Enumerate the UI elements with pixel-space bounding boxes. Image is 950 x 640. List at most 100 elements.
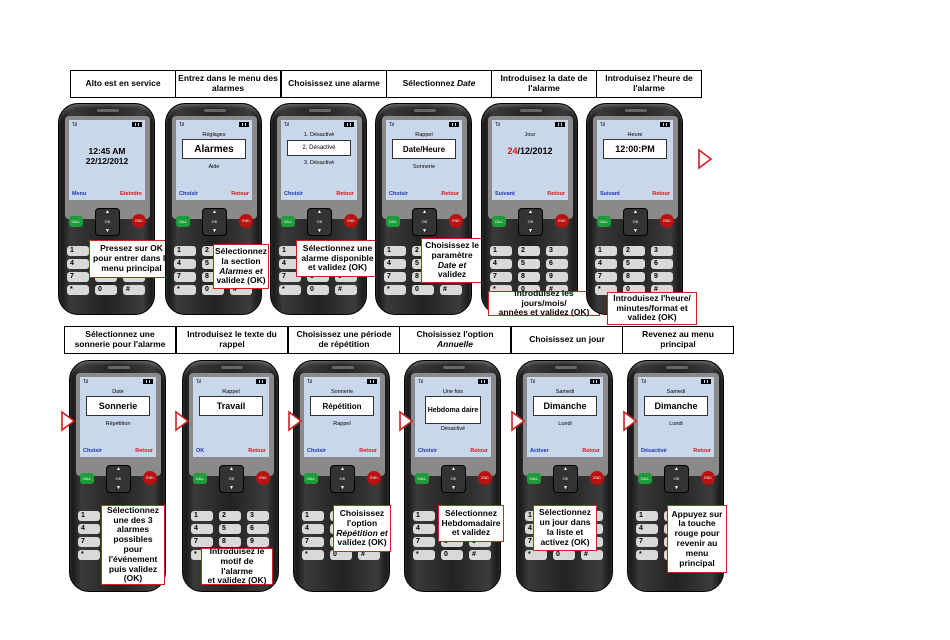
- keypad-key[interactable]: 1: [279, 246, 301, 256]
- keypad-key[interactable]: 5: [518, 259, 540, 269]
- keypad-key[interactable]: 9: [651, 272, 673, 282]
- keypad-key[interactable]: 7: [490, 272, 512, 282]
- keypad-key[interactable]: 6: [651, 259, 673, 269]
- call-key[interactable]: CALL: [527, 473, 541, 484]
- keypad-key[interactable]: 7: [595, 272, 617, 282]
- ok-key[interactable]: ▲OK▼: [441, 465, 466, 493]
- keypad-key[interactable]: 1: [490, 246, 512, 256]
- keypad-key[interactable]: 1: [595, 246, 617, 256]
- keypad-key[interactable]: 1: [67, 246, 89, 256]
- keypad-key[interactable]: #: [123, 285, 145, 295]
- ok-key[interactable]: ▲OK▼: [330, 465, 355, 493]
- end-key[interactable]: END: [132, 214, 146, 228]
- keypad-key[interactable]: 8: [623, 272, 645, 282]
- end-key[interactable]: END: [590, 471, 604, 485]
- ok-key[interactable]: ▲OK▼: [623, 208, 648, 236]
- end-key[interactable]: END: [344, 214, 358, 228]
- end-key[interactable]: END: [143, 471, 157, 485]
- keypad-key[interactable]: 4: [490, 259, 512, 269]
- keypad-key[interactable]: 7: [191, 537, 213, 547]
- call-key[interactable]: CALL: [69, 216, 83, 227]
- keypad-key[interactable]: 4: [191, 524, 213, 534]
- keypad-key[interactable]: *: [413, 550, 435, 560]
- keypad-key[interactable]: 0: [518, 285, 540, 295]
- keypad-key[interactable]: 1: [413, 511, 435, 521]
- call-key[interactable]: CALL: [80, 473, 94, 484]
- keypad-key[interactable]: 9: [247, 537, 269, 547]
- keypad-key[interactable]: 0: [330, 550, 352, 560]
- keypad-key[interactable]: 1: [191, 511, 213, 521]
- keypad-key[interactable]: *: [174, 285, 196, 295]
- keypad-key[interactable]: 1: [302, 511, 324, 521]
- keypad-key[interactable]: 4: [279, 259, 301, 269]
- keypad-key[interactable]: 7: [279, 272, 301, 282]
- keypad-key[interactable]: 0: [623, 285, 645, 295]
- keypad-key[interactable]: 2: [623, 246, 645, 256]
- call-key[interactable]: CALL: [492, 216, 506, 227]
- keypad-key[interactable]: 1: [78, 511, 100, 521]
- keypad-key[interactable]: 4: [636, 524, 658, 534]
- keypad-key[interactable]: *: [490, 285, 512, 295]
- keypad-key[interactable]: 0: [95, 285, 117, 295]
- keypad-key[interactable]: 4: [384, 259, 406, 269]
- end-key[interactable]: END: [478, 471, 492, 485]
- keypad-key[interactable]: *: [595, 285, 617, 295]
- call-key[interactable]: CALL: [304, 473, 318, 484]
- keypad-key[interactable]: 8: [219, 537, 241, 547]
- keypad-key[interactable]: *: [279, 285, 301, 295]
- keypad-key[interactable]: *: [384, 285, 406, 295]
- keypad-key[interactable]: *: [302, 550, 324, 560]
- keypad-key[interactable]: 6: [546, 259, 568, 269]
- keypad-key[interactable]: 0: [202, 285, 224, 295]
- end-key[interactable]: END: [256, 471, 270, 485]
- keypad-key[interactable]: 2: [518, 246, 540, 256]
- end-key[interactable]: END: [701, 471, 715, 485]
- end-key[interactable]: END: [660, 214, 674, 228]
- keypad-key[interactable]: #: [546, 285, 568, 295]
- keypad-key[interactable]: 2: [219, 511, 241, 521]
- keypad-key[interactable]: 1: [636, 511, 658, 521]
- keypad-key[interactable]: 5: [623, 259, 645, 269]
- keypad-key[interactable]: 1: [384, 246, 406, 256]
- ok-key[interactable]: ▲OK▼: [412, 208, 437, 236]
- keypad-key[interactable]: 7: [384, 272, 406, 282]
- keypad-key[interactable]: 9: [546, 272, 568, 282]
- keypad-key[interactable]: 4: [174, 259, 196, 269]
- call-key[interactable]: CALL: [415, 473, 429, 484]
- ok-key[interactable]: ▲OK▼: [106, 465, 131, 493]
- ok-key[interactable]: ▲OK▼: [518, 208, 543, 236]
- ok-key[interactable]: ▲OK▼: [95, 208, 120, 236]
- end-key[interactable]: END: [239, 214, 253, 228]
- call-key[interactable]: CALL: [386, 216, 400, 227]
- call-key[interactable]: CALL: [281, 216, 295, 227]
- keypad-key[interactable]: *: [78, 550, 100, 560]
- call-key[interactable]: CALL: [193, 473, 207, 484]
- keypad-key[interactable]: 7: [636, 537, 658, 547]
- keypad-key[interactable]: 1: [174, 246, 196, 256]
- keypad-key[interactable]: 7: [302, 537, 324, 547]
- keypad-key[interactable]: 5: [219, 524, 241, 534]
- call-key[interactable]: CALL: [597, 216, 611, 227]
- keypad-key[interactable]: 3: [651, 246, 673, 256]
- end-key[interactable]: END: [367, 471, 381, 485]
- keypad-key[interactable]: 4: [78, 524, 100, 534]
- keypad-key[interactable]: #: [358, 550, 380, 560]
- keypad-key[interactable]: #: [581, 550, 603, 560]
- keypad-key[interactable]: 7: [413, 537, 435, 547]
- keypad-key[interactable]: #: [440, 285, 462, 295]
- keypad-key[interactable]: 4: [595, 259, 617, 269]
- keypad-key[interactable]: 0: [553, 550, 575, 560]
- keypad-key[interactable]: 0: [441, 550, 463, 560]
- keypad-key[interactable]: 0: [412, 285, 434, 295]
- keypad-key[interactable]: 7: [67, 272, 89, 282]
- end-key[interactable]: END: [449, 214, 463, 228]
- keypad-key[interactable]: 4: [413, 524, 435, 534]
- keypad-key[interactable]: 0: [307, 285, 329, 295]
- ok-key[interactable]: ▲OK▼: [307, 208, 332, 236]
- keypad-key[interactable]: #: [335, 285, 357, 295]
- keypad-key[interactable]: *: [636, 550, 658, 560]
- ok-key[interactable]: ▲OK▼: [219, 465, 244, 493]
- keypad-key[interactable]: 7: [78, 537, 100, 547]
- keypad-key[interactable]: #: [651, 285, 673, 295]
- call-key[interactable]: CALL: [638, 473, 652, 484]
